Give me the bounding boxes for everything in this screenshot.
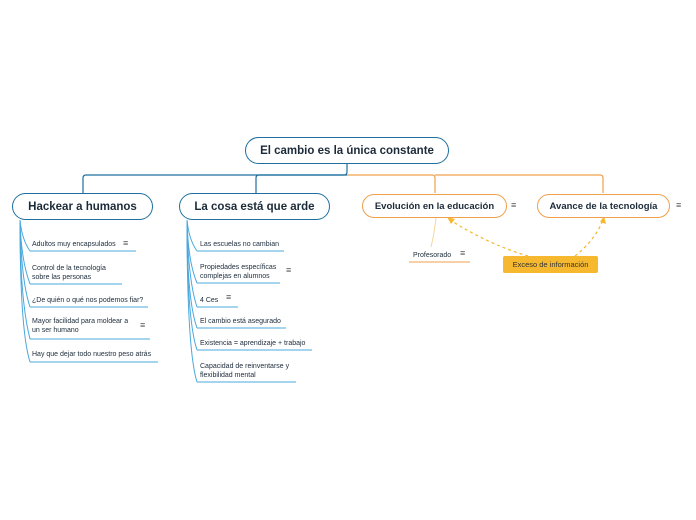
leaf-item[interactable]: Mayor facilidad para moldear a un ser hu…	[32, 318, 129, 334]
note-icon[interactable]: ≡	[460, 248, 466, 258]
leaf-item[interactable]: 4 Ces	[200, 297, 219, 304]
leaf-item[interactable]: ¿De quién o qué nos podemos fiar?	[32, 297, 144, 304]
root-label: El cambio es la única constante	[260, 144, 434, 157]
leaf-item[interactable]: Adultos muy encapsulados	[32, 241, 116, 248]
root-connectors	[82, 164, 348, 193]
branch-cosa-arde[interactable]: La cosa está que arde	[179, 193, 330, 220]
leaf-item[interactable]: El cambio está asegurado	[200, 318, 281, 325]
leaf-item[interactable]: Existencia = aprendizaje + trabajo	[200, 340, 306, 347]
branch-label: Avance de la tecnología	[549, 200, 658, 212]
callout-label: Exceso de información	[512, 260, 589, 269]
branch-label: Hackear a humanos	[28, 200, 137, 213]
leaf-item[interactable]: Las escuelas no cambian	[200, 241, 279, 248]
relationship-arrows	[449, 219, 604, 257]
note-icon[interactable]: ≡	[123, 238, 129, 248]
branch-avance-tecnologia[interactable]: Avance de la tecnología	[537, 194, 670, 218]
root-connectors-orange	[347, 174, 604, 193]
note-icon[interactable]: ≡	[676, 200, 682, 210]
note-icon[interactable]: ≡	[286, 265, 292, 275]
leaf-item[interactable]: Capacidad de reinventarse y flexibilidad…	[200, 363, 290, 379]
educacion-connectors	[409, 217, 470, 263]
leaf-item[interactable]: Hay que dejar todo nuestro peso atrás	[32, 351, 152, 358]
branch-label: Evolución en la educación	[374, 200, 495, 212]
leaf-item[interactable]: Control de la tecnología sobre las perso…	[32, 265, 106, 281]
leaf-profesorado[interactable]: Profesorado	[413, 252, 452, 259]
branch-hackear-humanos[interactable]: Hackear a humanos	[12, 193, 153, 220]
hackear-connectors	[19, 219, 158, 363]
arrow-heads	[447, 216, 606, 224]
callout-exceso-informacion[interactable]: Exceso de información	[503, 256, 598, 273]
leaf-item[interactable]: Propiedades específicas complejas en alu…	[200, 264, 277, 280]
note-icon[interactable]: ≡	[140, 320, 146, 330]
root-node[interactable]: El cambio es la única constante	[245, 137, 449, 164]
branch-evolucion-educacion[interactable]: Evolución en la educación	[362, 194, 507, 218]
note-icon[interactable]: ≡	[511, 200, 517, 210]
branch-label: La cosa está que arde	[194, 200, 315, 213]
note-icon[interactable]: ≡	[226, 292, 232, 302]
cosa-connectors	[186, 219, 312, 383]
